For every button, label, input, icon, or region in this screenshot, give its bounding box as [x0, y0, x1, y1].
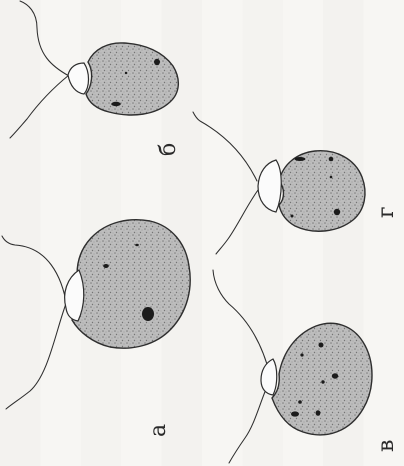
- nucleus-g-5: [291, 215, 294, 218]
- cell-a: [2, 220, 190, 409]
- cell-body-b: [86, 43, 178, 115]
- nucleus-g-4: [334, 209, 340, 215]
- nucleus-a-2: [103, 264, 109, 268]
- flagellar-collar-a: [65, 270, 84, 321]
- cell-body-g: [279, 151, 365, 231]
- nucleus-g-1: [295, 157, 306, 161]
- nucleus-b-1: [154, 59, 160, 65]
- flagellar-collar-b: [68, 63, 89, 94]
- nucleus-b-3: [125, 72, 127, 74]
- cell-g: [193, 112, 365, 254]
- flagellum-b-lower: [10, 75, 69, 138]
- nucleus-v-2: [300, 353, 303, 356]
- nucleus-g-3: [330, 176, 333, 179]
- cell-v: [213, 270, 372, 463]
- nucleus-v-4: [321, 380, 324, 383]
- flagellum-g-upper: [193, 112, 257, 181]
- nucleus-b-2: [111, 102, 121, 106]
- flagellar-collar-g: [258, 160, 281, 212]
- nucleus-v-1: [319, 343, 324, 348]
- nucleus-v-6: [316, 410, 321, 416]
- cell-body-v: [272, 323, 372, 435]
- nucleus-v-7: [291, 411, 299, 416]
- cell-b: [10, 1, 178, 138]
- flagellum-v-lower: [229, 382, 269, 463]
- nucleus-v-3: [332, 373, 338, 378]
- label-b: б: [156, 143, 181, 156]
- nucleus-g-2: [329, 157, 334, 162]
- flagellum-g-lower: [216, 190, 258, 254]
- label-a: а: [146, 424, 171, 437]
- flagellum-a-lower: [6, 301, 67, 409]
- cell-body-a: [72, 220, 190, 349]
- flagellum-v-upper: [213, 270, 270, 375]
- nucleus-a-1: [142, 307, 154, 321]
- flagellum-a-upper: [2, 236, 67, 307]
- flagellar-collar-v: [261, 359, 277, 395]
- label-v: в: [374, 440, 399, 452]
- label-g: г: [374, 206, 399, 218]
- flagellum-b-upper: [20, 1, 69, 76]
- nucleus-a-3: [135, 244, 139, 246]
- nucleus-v-5: [298, 400, 302, 404]
